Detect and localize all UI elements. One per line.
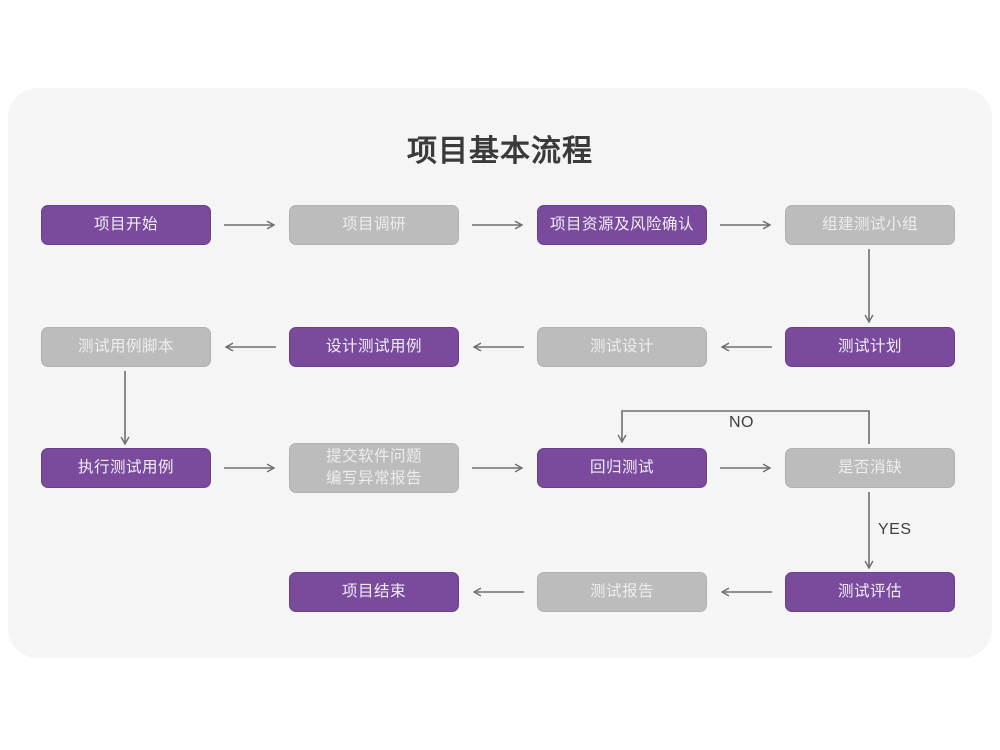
node-label: 测试报告 — [589, 583, 654, 600]
node-project-research[interactable]: 项目调研 — [289, 205, 459, 245]
node-regression-test[interactable]: 回归测试 — [537, 448, 707, 488]
node-label: 提交软件问题 编写异常报告 — [325, 448, 422, 487]
node-test-design[interactable]: 测试设计 — [537, 327, 707, 367]
node-project-start[interactable]: 项目开始 — [41, 205, 211, 245]
node-label: 设计测试用例 — [325, 338, 422, 355]
node-label: 组建测试小组 — [821, 216, 918, 233]
node-resource-risk-confirm[interactable]: 项目资源及风险确认 — [537, 205, 707, 245]
node-label: 项目调研 — [341, 216, 406, 233]
node-defect-cleared[interactable]: 是否消缺 — [785, 448, 955, 488]
diagram-card — [8, 88, 992, 658]
edge-label-no: NO — [729, 414, 754, 431]
node-test-evaluation[interactable]: 测试评估 — [785, 572, 955, 612]
node-design-test-cases[interactable]: 设计测试用例 — [289, 327, 459, 367]
node-label: 测试用例脚本 — [77, 338, 174, 355]
node-test-case-script[interactable]: 测试用例脚本 — [41, 327, 211, 367]
node-label: 测试评估 — [837, 583, 902, 600]
node-project-end[interactable]: 项目结束 — [289, 572, 459, 612]
node-label: 回归测试 — [589, 459, 654, 476]
node-test-report[interactable]: 测试报告 — [537, 572, 707, 612]
edge-label-yes: YES — [878, 521, 912, 538]
node-label: 执行测试用例 — [77, 459, 174, 476]
node-label: 项目资源及风险确认 — [549, 216, 694, 233]
node-label: 测试计划 — [837, 338, 902, 355]
node-execute-test-cases[interactable]: 执行测试用例 — [41, 448, 211, 488]
page-title: 项目基本流程 — [407, 135, 593, 168]
node-label: 项目开始 — [93, 216, 158, 233]
node-submit-issue-report[interactable]: 提交软件问题 编写异常报告 — [289, 443, 459, 493]
node-label: 测试设计 — [589, 338, 654, 355]
node-test-plan[interactable]: 测试计划 — [785, 327, 955, 367]
node-build-test-team[interactable]: 组建测试小组 — [785, 205, 955, 245]
node-label: 项目结束 — [341, 583, 406, 600]
node-label: 是否消缺 — [837, 459, 902, 476]
